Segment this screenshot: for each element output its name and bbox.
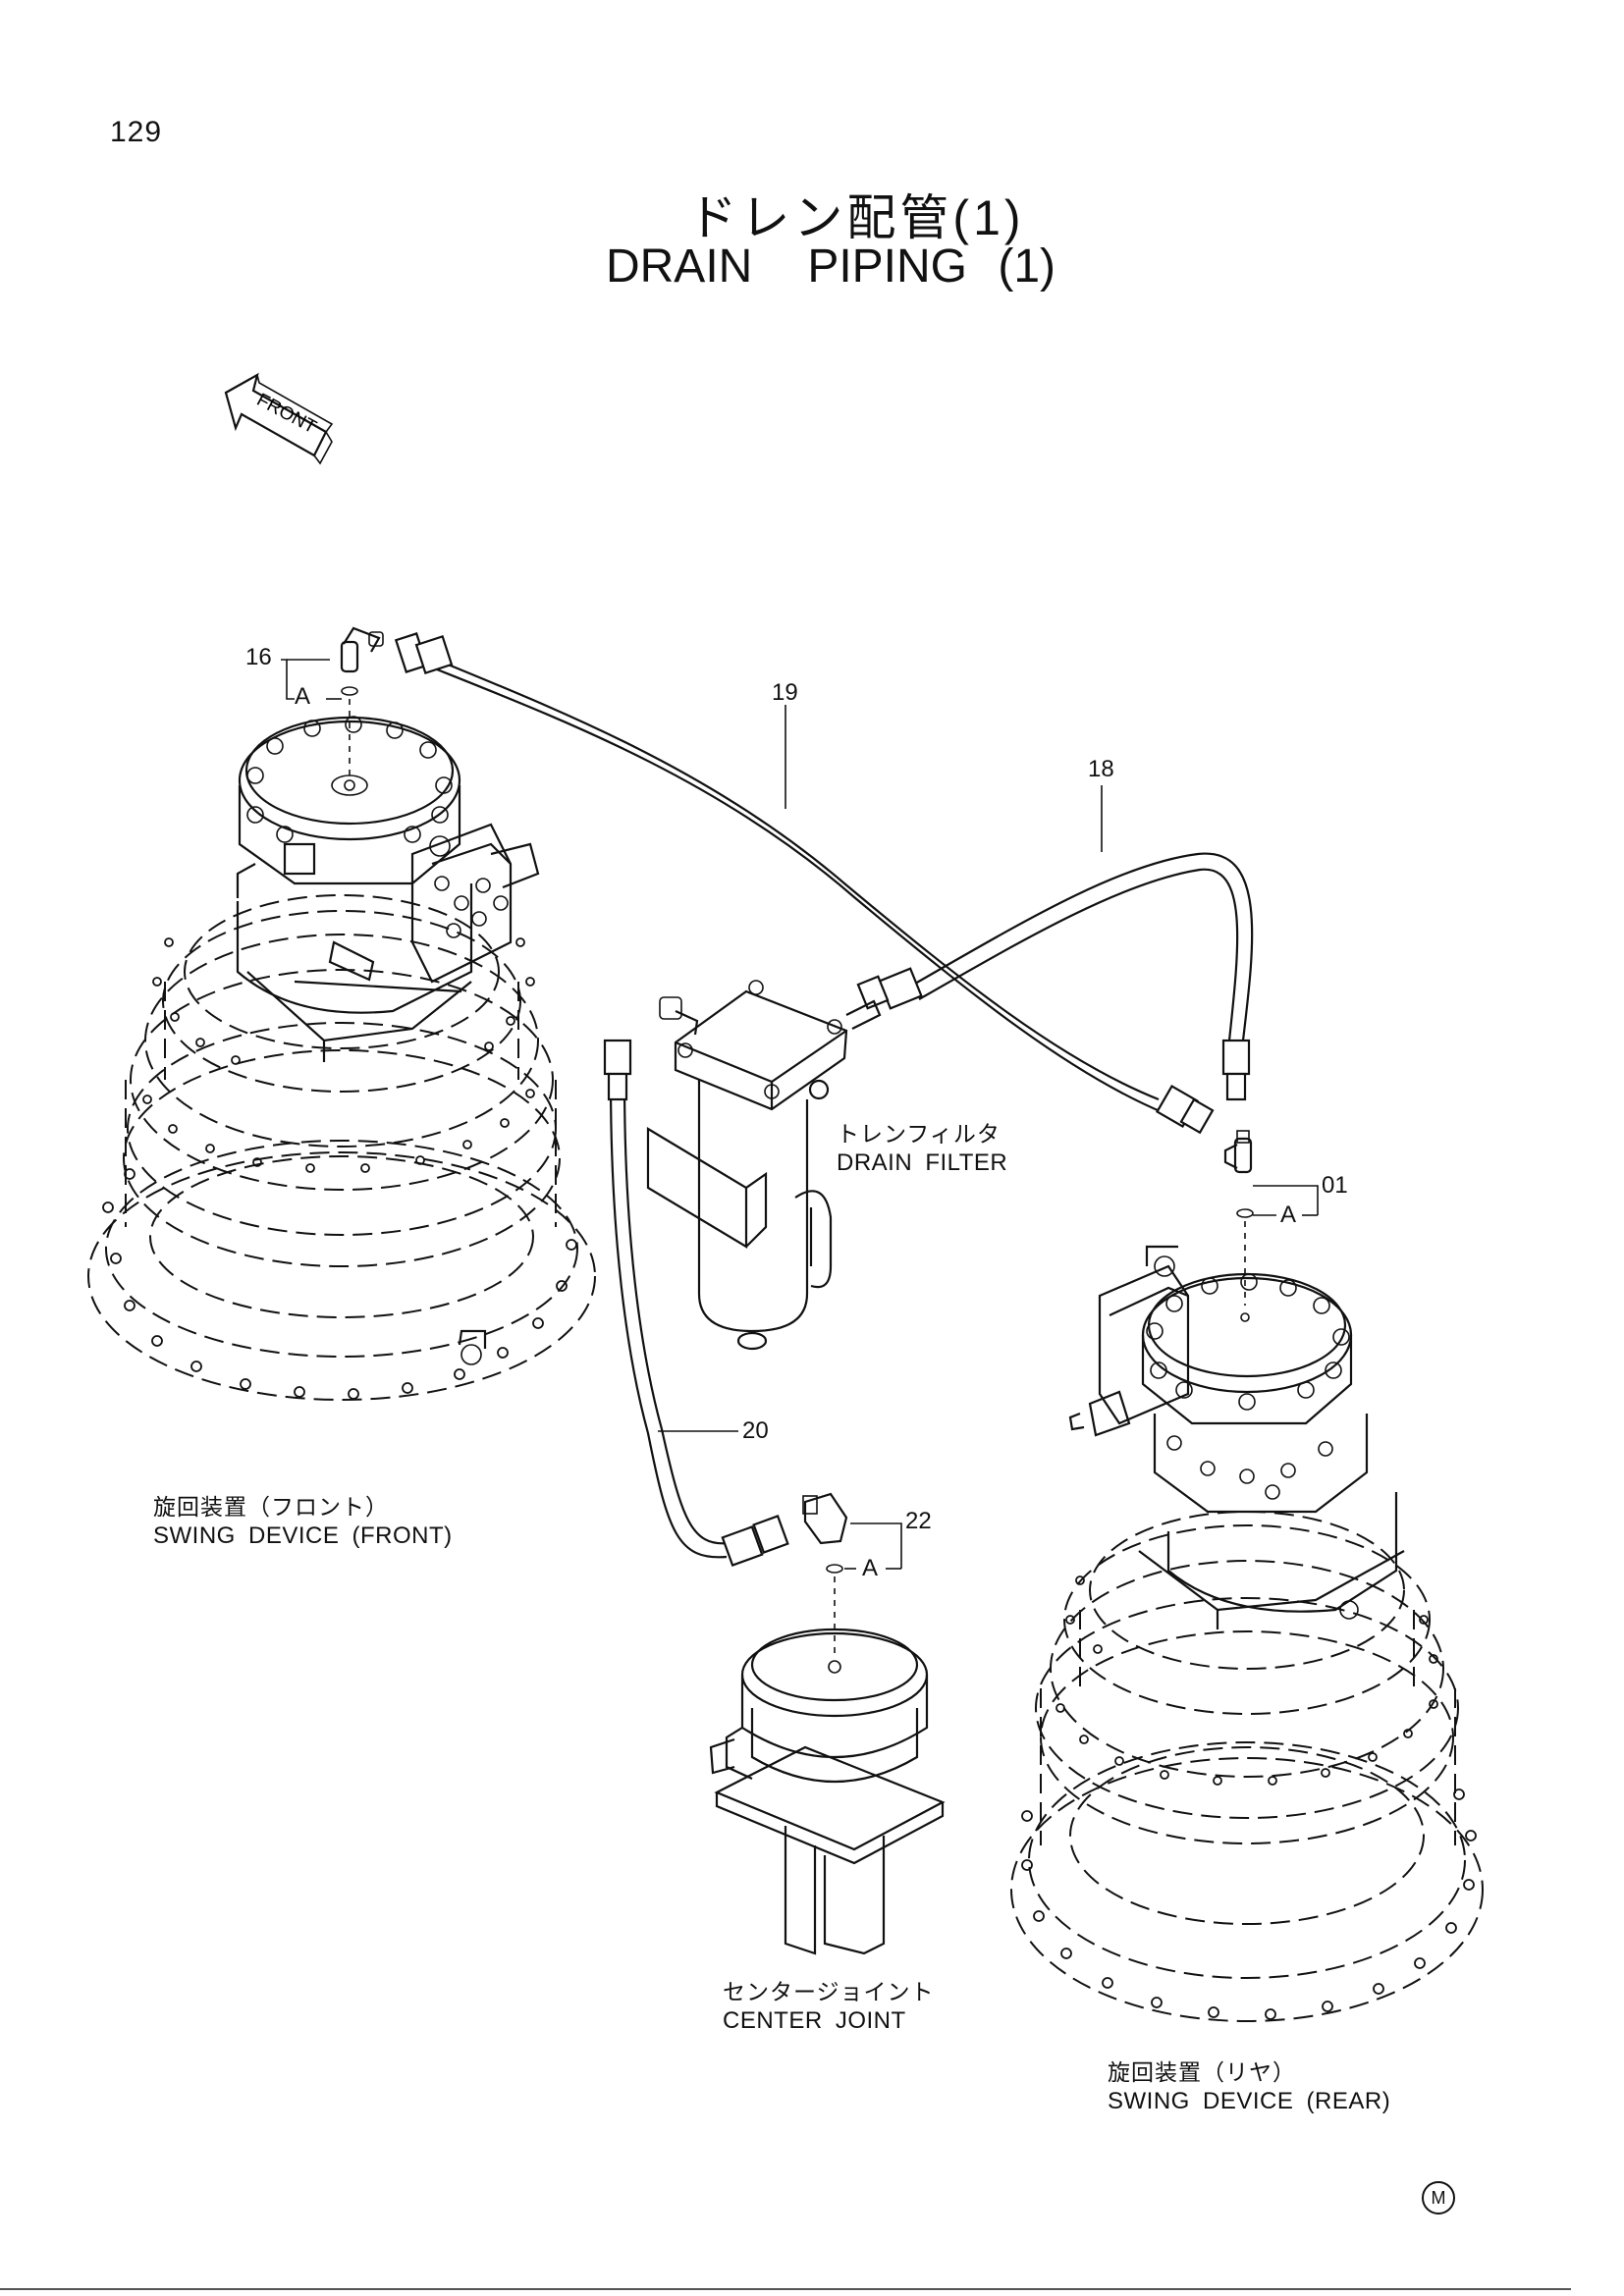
hose-18-drawing bbox=[856, 852, 1254, 1101]
fitting-16-drawing bbox=[340, 626, 384, 775]
callout-a-rear: A bbox=[1280, 1201, 1297, 1228]
page-title-jp: ドレン配管(1) bbox=[687, 190, 1025, 245]
page-title-en-word2: PIPING (1) bbox=[807, 240, 1056, 293]
center-joint-label-en: CENTER JOINT bbox=[723, 2007, 906, 2034]
callout-leaders bbox=[281, 659, 1319, 1570]
swing-device-rear-label-en: SWING DEVICE (REAR) bbox=[1108, 2088, 1391, 2114]
drain-filter-label-jp: トレンフィルタ bbox=[837, 1121, 1001, 1147]
swing-device-front-drawing bbox=[87, 716, 596, 1401]
callout-20: 20 bbox=[742, 1417, 769, 1444]
center-joint-drawing bbox=[709, 1628, 946, 1955]
page-number: 129 bbox=[110, 116, 163, 148]
swing-device-rear-label-jp: 旋回装置（リヤ） bbox=[1108, 2059, 1296, 2085]
swing-device-rear-label: 旋回装置（リヤ） SWING DEVICE (REAR) bbox=[1108, 2057, 1390, 2116]
drain-filter-label: トレンフィルタ DRAIN FILTER bbox=[837, 1119, 1007, 1178]
swing-device-front-label-en: SWING DEVICE (FRONT) bbox=[153, 1522, 453, 1549]
callout-18: 18 bbox=[1088, 756, 1114, 782]
swing-device-rear-drawing bbox=[1010, 1245, 1484, 2022]
fitting-01-drawing bbox=[1223, 1130, 1254, 1306]
bottom-rule bbox=[0, 2288, 1571, 2290]
hose-19-drawing bbox=[394, 632, 1215, 1135]
page-title-en: DRAIN PIPING (1) bbox=[0, 240, 1624, 294]
callout-01: 01 bbox=[1322, 1172, 1348, 1199]
callout-22: 22 bbox=[905, 1508, 932, 1534]
page-title-en-word1: DRAIN bbox=[605, 240, 753, 293]
callout-a-front: A bbox=[295, 683, 311, 710]
center-joint-label-jp: センタージョイント bbox=[723, 1979, 935, 2004]
swing-device-front-label-jp: 旋回装置（フロント） bbox=[153, 1494, 389, 1520]
callout-19: 19 bbox=[772, 679, 798, 706]
callout-16: 16 bbox=[245, 644, 272, 670]
drain-filter-drawing bbox=[646, 980, 882, 1351]
drain-filter-label-en: DRAIN FILTER bbox=[837, 1149, 1008, 1176]
model-mark-icon: M bbox=[1422, 2181, 1455, 2215]
fitting-22-drawing bbox=[802, 1492, 848, 1659]
callout-a-center: A bbox=[862, 1555, 879, 1581]
center-joint-label: センタージョイント CENTER JOINT bbox=[723, 1977, 935, 2036]
front-arrow-icon: FRONT bbox=[224, 372, 334, 465]
hose-20-drawing bbox=[603, 1039, 789, 1567]
swing-device-front-label: 旋回装置（フロント） SWING DEVICE (FRONT) bbox=[153, 1492, 453, 1551]
